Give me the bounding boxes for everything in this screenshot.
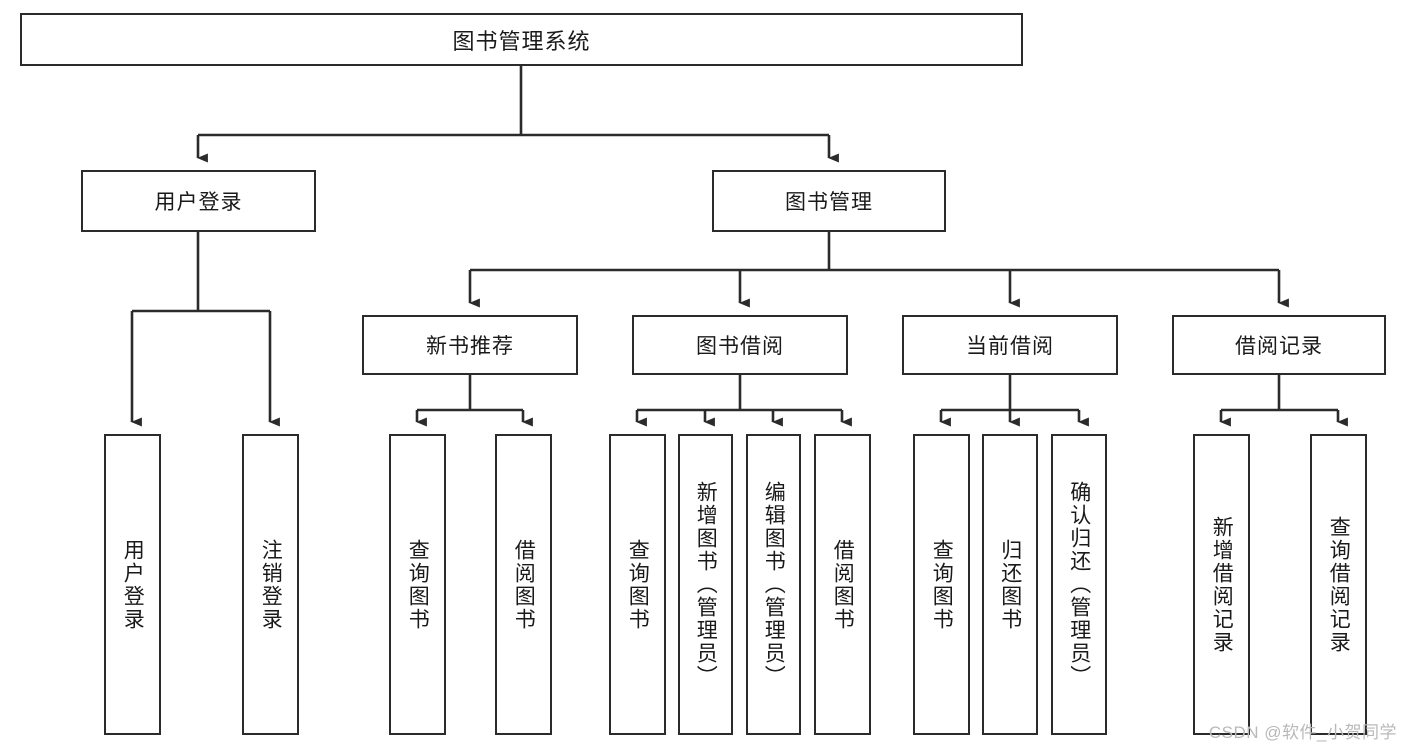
leaf-current-borrow-query-book[interactable]: 查询图书 <box>913 434 970 735</box>
node-book-borrow[interactable]: 图书借阅 <box>632 315 848 375</box>
node-label: 归还图书 <box>998 538 1022 631</box>
node-label: 查询图书 <box>930 538 954 631</box>
leaf-current-borrow-confirm-return-admin[interactable]: 确认归还（管理员） <box>1051 434 1107 735</box>
node-label: 当前借阅 <box>966 335 1054 358</box>
leaf-book-borrow-borrow-book[interactable]: 借阅图书 <box>814 434 871 735</box>
node-label: 图书管理系统 <box>452 28 591 54</box>
node-label: 用户登录 <box>121 538 145 631</box>
node-label: 用户登录 <box>154 191 243 214</box>
leaf-borrow-record-query-record[interactable]: 查询借阅记录 <box>1310 434 1367 735</box>
node-label: 图书管理 <box>785 191 873 214</box>
node-book-management[interactable]: 图书管理 <box>712 170 946 232</box>
leaf-new-book-borrow-book[interactable]: 借阅图书 <box>495 434 552 735</box>
leaf-new-book-query-book[interactable]: 查询图书 <box>389 434 446 735</box>
node-label: 借阅图书 <box>512 538 536 631</box>
node-user-login[interactable]: 用户登录 <box>81 170 316 232</box>
node-root-book-management-system[interactable]: 图书管理系统 <box>20 13 1023 66</box>
leaf-book-borrow-edit-book-admin[interactable]: 编辑图书（管理员） <box>746 434 801 735</box>
node-label: 借阅图书 <box>831 538 855 631</box>
node-borrow-record[interactable]: 借阅记录 <box>1172 315 1386 375</box>
node-label: 新书推荐 <box>426 335 514 358</box>
node-label: 编辑图书（管理员） <box>762 481 786 688</box>
node-label: 新增图书（管理员） <box>694 481 718 688</box>
leaf-current-borrow-return-book[interactable]: 归还图书 <box>982 434 1038 735</box>
node-label: 图书借阅 <box>696 335 784 358</box>
leaf-user-login-logout[interactable]: 注销登录 <box>242 434 299 735</box>
node-current-borrow[interactable]: 当前借阅 <box>902 315 1118 375</box>
leaf-user-login-login[interactable]: 用户登录 <box>104 434 161 735</box>
node-label: 查询图书 <box>406 538 430 631</box>
leaf-book-borrow-add-book-admin[interactable]: 新增图书（管理员） <box>678 434 733 735</box>
node-new-book-recommend[interactable]: 新书推荐 <box>362 315 578 375</box>
node-label: 确认归还（管理员） <box>1067 481 1091 688</box>
leaf-book-borrow-query-book[interactable]: 查询图书 <box>609 434 666 735</box>
node-label: 查询借阅记录 <box>1327 515 1351 654</box>
node-label: 借阅记录 <box>1235 335 1323 358</box>
leaf-borrow-record-add-record[interactable]: 新增借阅记录 <box>1193 434 1250 735</box>
node-label: 新增借阅记录 <box>1210 515 1234 654</box>
node-label: 查询图书 <box>626 538 650 631</box>
node-label: 注销登录 <box>259 538 283 631</box>
